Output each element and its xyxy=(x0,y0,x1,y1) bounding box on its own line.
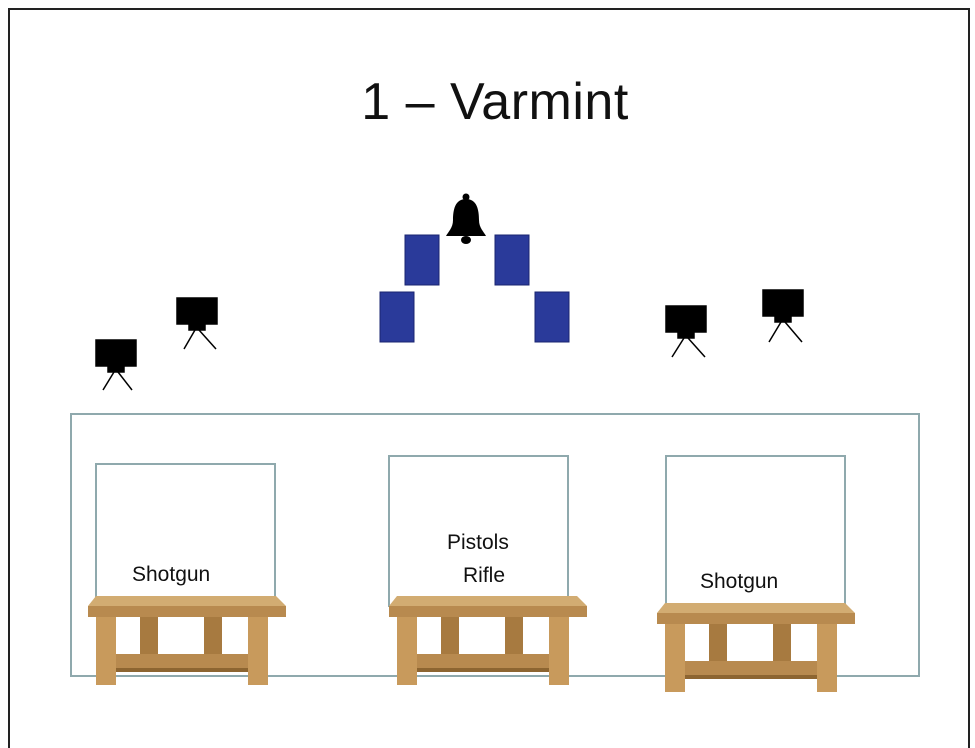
bell-icon xyxy=(446,193,486,244)
paper-target-panel xyxy=(404,234,440,286)
stage-title: 1 – Varmint xyxy=(361,73,629,131)
diagram-frame xyxy=(8,8,970,748)
steel-target-icon xyxy=(95,339,137,391)
table-label-left: Shotgun xyxy=(132,563,211,586)
paper-target-panel xyxy=(534,291,570,343)
table-label-center-line1: Pistols xyxy=(447,531,509,554)
steel-target-icon xyxy=(762,289,804,343)
shooting-area-outline xyxy=(70,413,920,677)
shooting-table-icon xyxy=(88,596,286,685)
paper-target-panel xyxy=(379,291,415,343)
steel-target-icon xyxy=(176,297,218,350)
shooting-table-icon xyxy=(657,603,855,692)
paper-target-panel xyxy=(494,234,530,286)
table-label-right: Shotgun xyxy=(700,570,779,593)
steel-target-icon xyxy=(665,305,707,358)
shooting-table-icon xyxy=(389,596,587,685)
table-label-center-line2: Rifle xyxy=(463,564,506,587)
